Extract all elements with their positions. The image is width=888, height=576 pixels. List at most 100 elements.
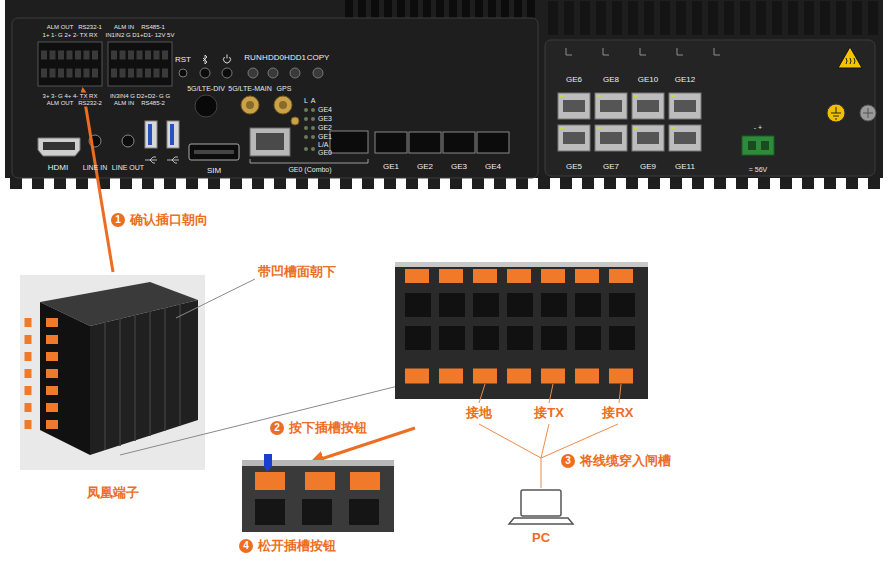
port-label: - + (754, 124, 762, 132)
connector-button (255, 472, 285, 490)
terminal-slots (41, 69, 100, 78)
usb-icon (145, 157, 157, 163)
wire (541, 424, 549, 458)
laptop-screen (521, 490, 561, 516)
status-leds (304, 108, 315, 151)
port-label: GE12 (675, 75, 695, 84)
port-mark (566, 48, 720, 55)
port-label: A (311, 97, 316, 105)
vent-slots (548, 1, 880, 35)
hdmi-port (38, 138, 80, 156)
connector-button (350, 472, 380, 490)
wire (549, 384, 553, 403)
led (304, 108, 308, 112)
port-led (560, 95, 700, 97)
instruction-text: 按下插槽按钮 (289, 421, 367, 436)
audio-jack (122, 135, 134, 147)
sfp-port (330, 131, 368, 153)
antenna-connector (291, 117, 299, 125)
ports (38, 121, 509, 163)
power-and-ground (742, 47, 876, 155)
port-label: GE1 (318, 133, 332, 141)
bracket (250, 159, 368, 163)
usb-port (170, 124, 174, 145)
rj45-port (250, 128, 290, 156)
port-label: GE0 (318, 149, 332, 157)
power-plug (761, 141, 769, 150)
pin-label: ALM OUT (46, 100, 75, 107)
port-label: GE7 (603, 162, 619, 171)
sfp-port (443, 132, 475, 153)
wire (541, 458, 542, 488)
pin-label: RS232-2 (77, 100, 103, 107)
power-button (222, 68, 232, 78)
port-label: GE2 (417, 162, 433, 171)
wire (479, 384, 485, 403)
led (311, 147, 315, 151)
port-led (560, 127, 700, 129)
led (304, 147, 308, 151)
port-label: GE11 (675, 162, 695, 171)
connector-buttons (25, 318, 32, 430)
instruction-text: 将线缆穿入闸槽 (580, 454, 671, 469)
rj45-ports (558, 48, 720, 151)
port-label: GE5 (566, 162, 582, 171)
terminal-block (38, 42, 172, 86)
antenna-connector (246, 101, 254, 109)
hot-surface-warning (838, 47, 862, 68)
left-face (12, 18, 538, 178)
rj45-port (256, 133, 284, 150)
terminal-block (108, 42, 172, 86)
port-label: GE2 (318, 124, 332, 132)
pin-label: RS485-1 (140, 24, 166, 31)
power-icon (224, 55, 231, 63)
antenna-connector (279, 101, 287, 109)
rj45-opening (563, 132, 700, 144)
photo-ground (242, 460, 394, 532)
instruction-text: 接RX (602, 406, 633, 421)
pin-label: 3+ 3- G 4+ 4- TX RX (42, 93, 99, 100)
led (304, 126, 308, 130)
callout-number: 2 (270, 421, 284, 435)
terminal-photo: 凤凰端子 (20, 275, 205, 501)
ground-symbol (827, 104, 845, 122)
ground-symbol (831, 107, 841, 119)
port-label: GE9 (640, 162, 656, 171)
port-label: = 56V (749, 166, 768, 174)
pin-label: ALM IN (113, 100, 135, 107)
led (268, 68, 278, 78)
screw (863, 108, 873, 118)
port-label: GE3 (451, 162, 467, 171)
connector-buttons (46, 318, 58, 430)
sfp-port (375, 132, 407, 153)
button-photo (242, 454, 394, 532)
port-label: HDD1 (284, 53, 306, 62)
leader-line (120, 386, 398, 455)
connector-button (305, 472, 335, 490)
wires (479, 384, 621, 488)
pin-label: IN3IN4 G D2+D2- G G (109, 93, 171, 100)
laptop-base (509, 518, 573, 524)
port-label: SIM (207, 166, 221, 175)
led (304, 117, 308, 121)
wire (479, 424, 541, 458)
connector-side (90, 300, 198, 455)
callout-number: 4 (239, 539, 253, 553)
port-label: L (304, 97, 308, 105)
port-label: COPY (307, 53, 330, 62)
port-label: GE6 (566, 75, 582, 84)
wire (619, 384, 621, 403)
power-plug (742, 136, 774, 155)
antenna-connector (241, 96, 259, 114)
port-label: HDMI (48, 163, 68, 172)
led (311, 126, 315, 130)
port-label: GPS (277, 85, 292, 93)
terminal-block (38, 42, 102, 86)
pin-label: 1+ 1- G 2+ 2- TX RX (42, 32, 99, 39)
terminal-slots (41, 51, 100, 60)
port-label: RUN (244, 53, 261, 62)
usb-port (148, 124, 152, 145)
connector-buttons (405, 269, 643, 283)
leader-line (176, 279, 255, 318)
usb-port (145, 121, 157, 148)
